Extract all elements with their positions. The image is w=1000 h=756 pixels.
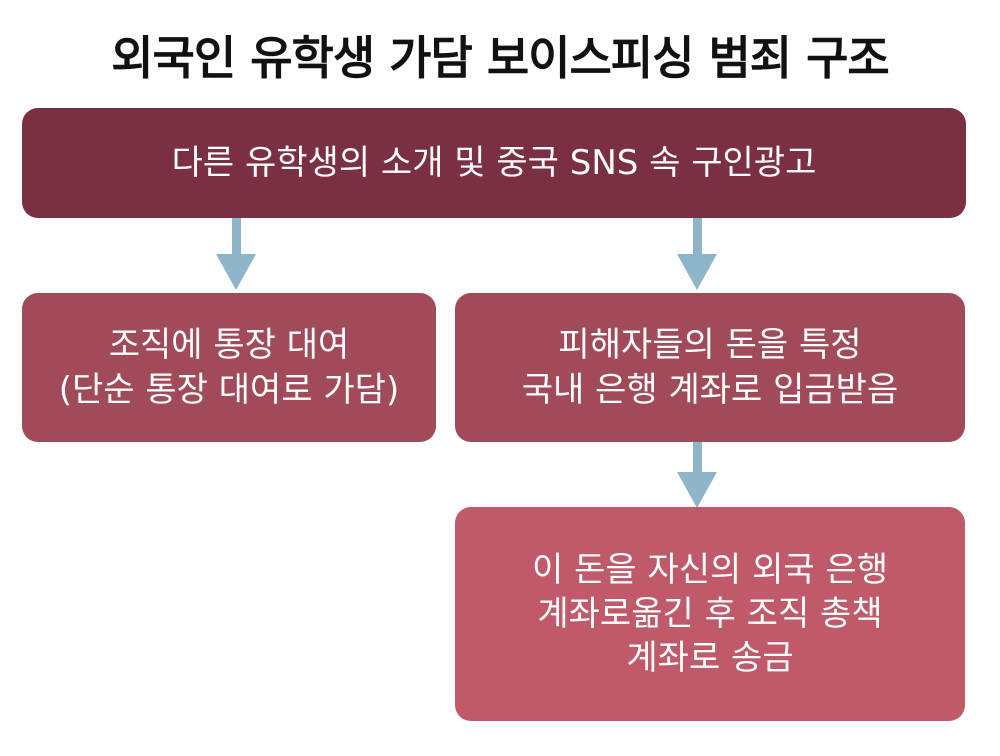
- node-receive-deposits-line-2: 국내 은행 계좌로 입금받음: [521, 369, 899, 410]
- node-transfer-abroad-line-2: 계좌로옮긴 후 조직 총책: [537, 593, 883, 634]
- diagram-title: 외국인 유학생 가담 보이스피싱 범죄 구조: [111, 31, 890, 85]
- arrow-down-icon: [677, 442, 717, 508]
- arrow-shaft: [693, 442, 702, 476]
- node-transfer-abroad-line-1: 이 돈을 자신의 외국 은행: [531, 549, 889, 590]
- node-account-lending-line-1: 조직에 통장 대여: [108, 325, 350, 366]
- arrow-down-icon: [677, 218, 717, 290]
- arrow-head: [216, 254, 256, 290]
- arrow-shaft: [693, 218, 702, 258]
- node-recruitment: 다른 유학생의 소개 및 중국 SNS 속 구인광고: [22, 108, 966, 218]
- arrow-head: [677, 472, 717, 508]
- node-transfer-abroad-line-3: 계좌로 송금: [626, 638, 794, 679]
- arrow-head: [677, 254, 717, 290]
- node-receive-deposits-line-1: 피해자들의 돈을 특정: [558, 325, 862, 366]
- node-receive-deposits: 피해자들의 돈을 특정 국내 은행 계좌로 입금받음: [455, 293, 965, 442]
- node-account-lending-line-2: (단순 통장 대여로 가담): [58, 369, 400, 410]
- node-transfer-abroad: 이 돈을 자신의 외국 은행 계좌로옮긴 후 조직 총책 계좌로 송금: [455, 507, 965, 721]
- node-account-lending: 조직에 통장 대여 (단순 통장 대여로 가담): [22, 293, 436, 442]
- node-recruitment-text: 다른 유학생의 소개 및 중국 SNS 속 구인광고: [171, 142, 817, 183]
- arrow-shaft: [232, 218, 241, 258]
- arrow-down-icon: [216, 218, 256, 290]
